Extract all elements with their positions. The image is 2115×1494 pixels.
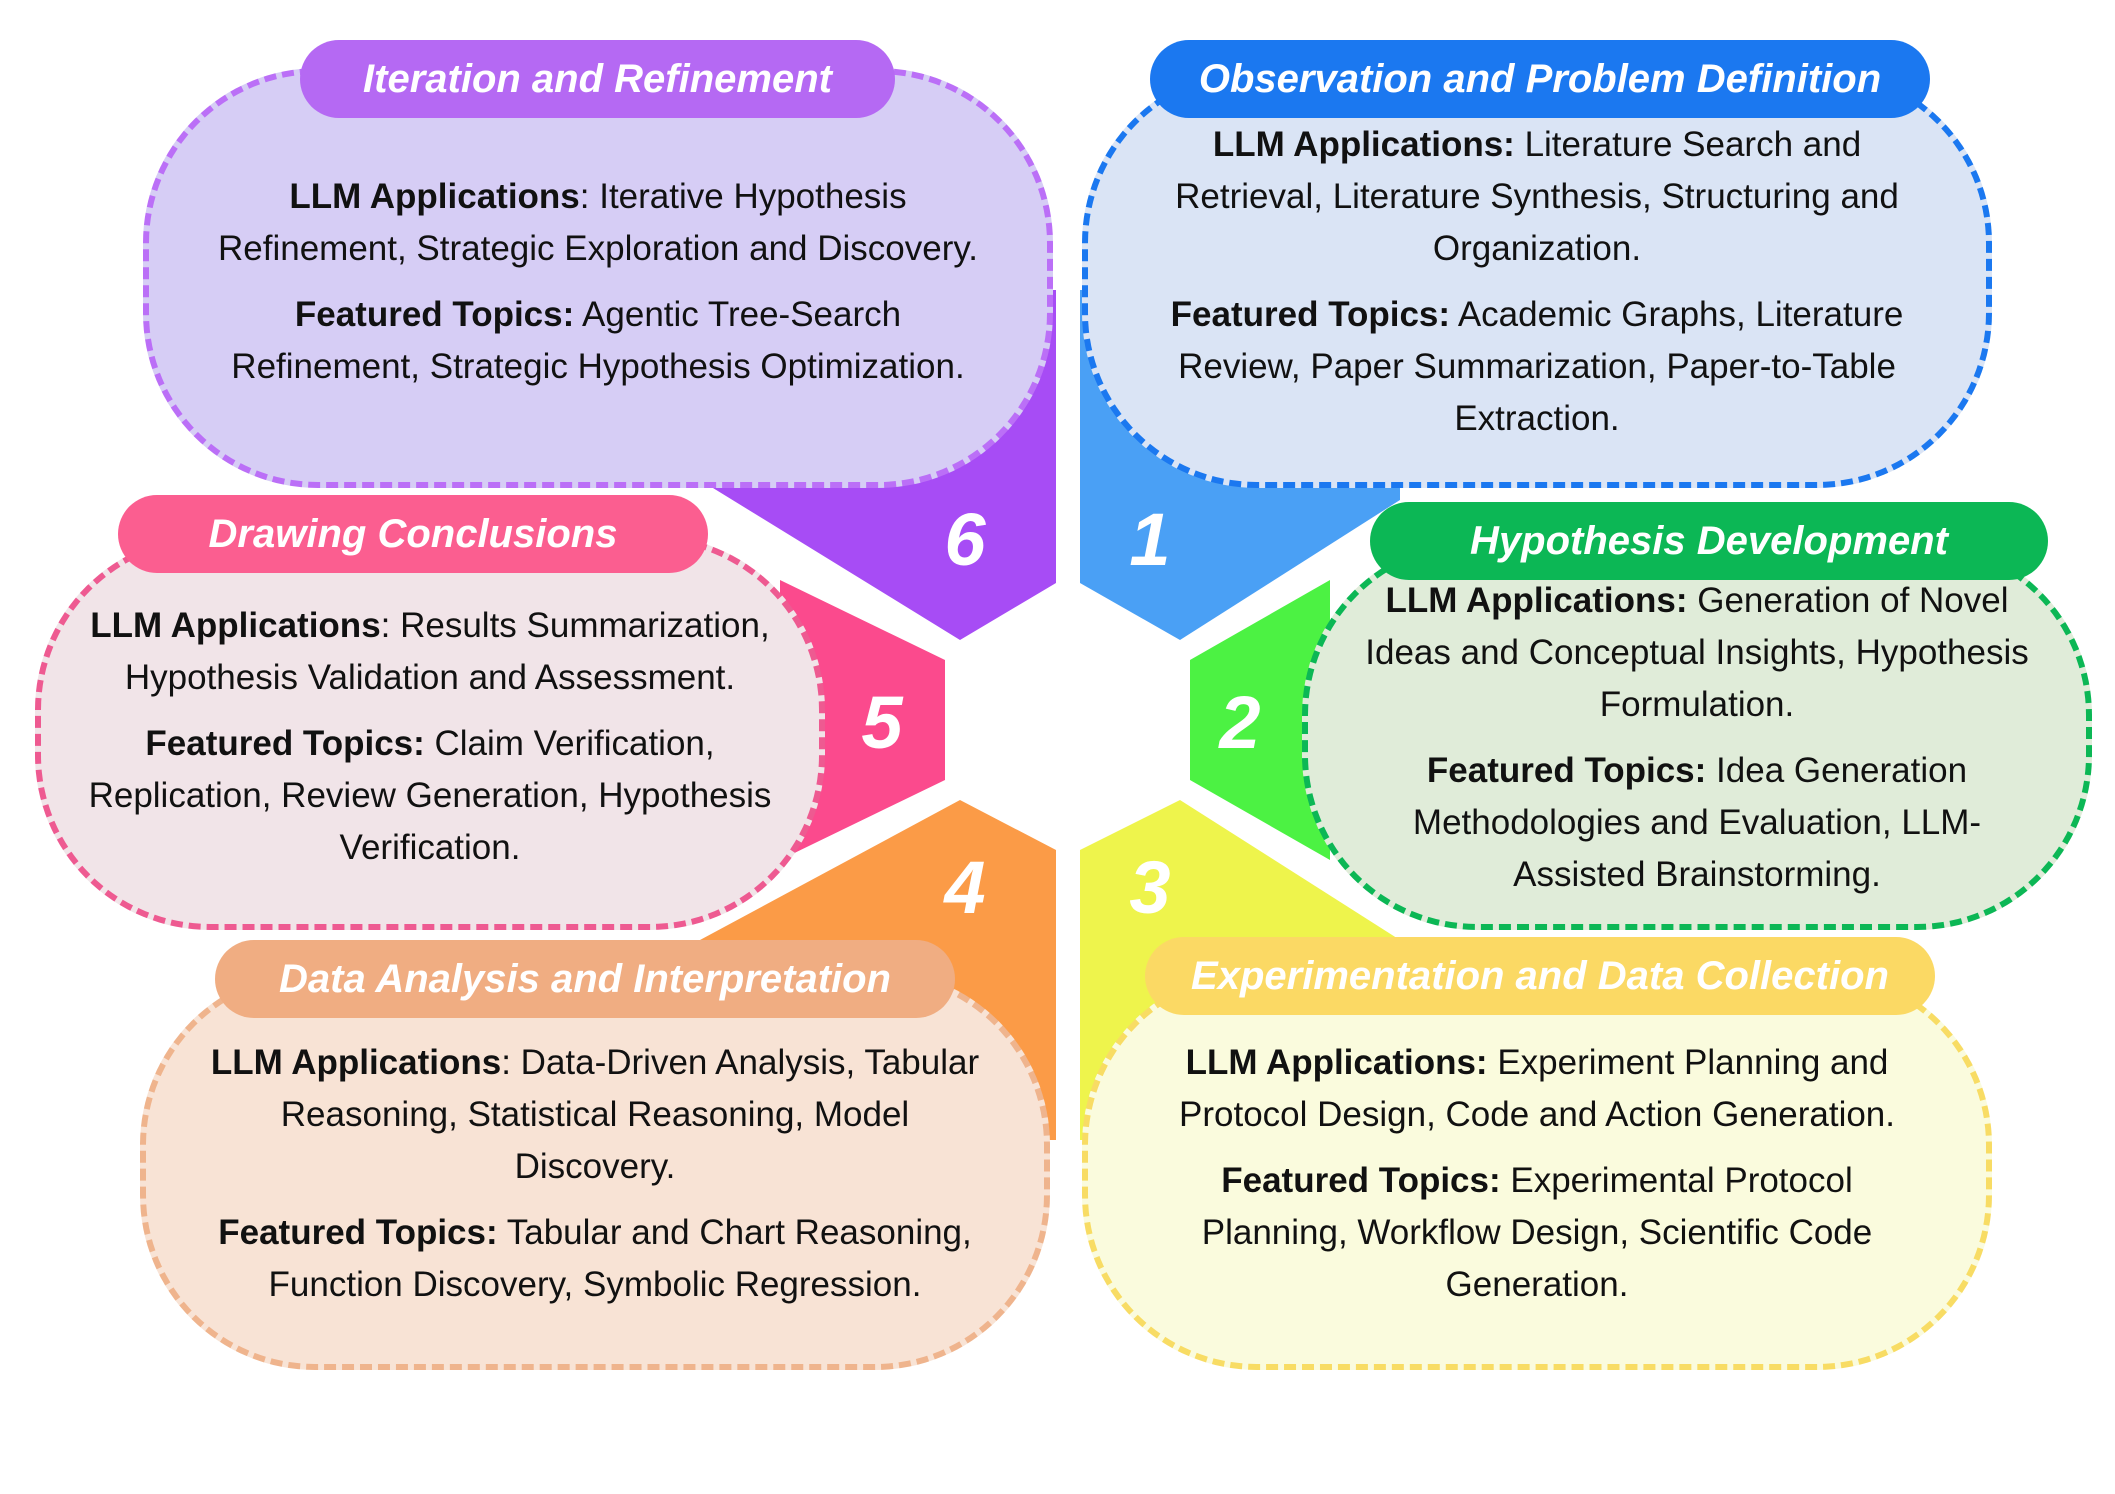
llm-applications-text: LLM Applications: Generation of Novel Id… — [1348, 575, 2046, 731]
featured-topics-label: Featured Topics: — [145, 723, 425, 763]
card-step-5: LLM Applications: Results Summarization,… — [35, 535, 825, 930]
title-step-2: Hypothesis Development — [1370, 502, 2048, 580]
llm-applications-content: Experiment Planning and Protocol Design,… — [1179, 1043, 1895, 1134]
llm-applications-content: Literature Search and Retrieval, Literat… — [1175, 125, 1899, 268]
featured-topics-content: Idea Generation Methodologies and Evalua… — [1412, 751, 1982, 894]
featured-topics-text: Featured Topics: Idea Generation Methodo… — [1348, 745, 2046, 901]
step-number-2: 2 — [1219, 681, 1261, 764]
featured-topics-content: Academic Graphs, Literature Review, Pape… — [1178, 295, 1904, 438]
llm-applications-label: LLM Applications — [210, 1043, 502, 1082]
llm-applications-text: LLM Applications: Results Summarization,… — [81, 600, 779, 704]
llm-applications-label: LLM Applications — [90, 605, 381, 645]
card-step-6: LLM Applications: Iterative Hypothesis R… — [143, 68, 1053, 488]
llm-applications-label: LLM Applications: — [1185, 1043, 1488, 1082]
llm-applications-content: : Results Summarization, Hypothesis Vali… — [124, 605, 770, 697]
featured-topics-content: Claim Verification, Replication, Review … — [88, 723, 772, 867]
card-step-3: LLM Applications: Experiment Planning an… — [1082, 970, 1992, 1370]
llm-applications-text: LLM Applications: Data-Driven Analysis, … — [202, 1037, 988, 1193]
title-step-5: Drawing Conclusions — [118, 495, 708, 573]
llm-applications-text: LLM Applications: Iterative Hypothesis R… — [205, 171, 991, 275]
llm-applications-text: LLM Applications: Literature Search and … — [1144, 119, 1930, 275]
featured-topics-text: Featured Topics: Tabular and Chart Reaso… — [202, 1207, 988, 1311]
card-step-4: LLM Applications: Data-Driven Analysis, … — [140, 970, 1050, 1370]
llm-applications-label: LLM Applications: — [1385, 581, 1688, 620]
featured-topics-label: Featured Topics: — [1170, 295, 1451, 334]
featured-topics-label: Featured Topics: — [1426, 751, 1707, 790]
step-number-5: 5 — [861, 681, 903, 764]
title-step-3: Experimentation and Data Collection — [1145, 937, 1935, 1015]
petal-2 — [1190, 580, 1330, 860]
card-step-2: LLM Applications: Generation of Novel Id… — [1302, 540, 2092, 930]
featured-topics-content: Tabular and Chart Reasoning, Function Di… — [268, 1213, 972, 1304]
step-number-1: 1 — [1129, 498, 1171, 581]
llm-applications-label: LLM Applications — [289, 177, 580, 216]
title-step-6: Iteration and Refinement — [300, 40, 895, 118]
featured-topics-content: Experimental Protocol Planning, Workflow… — [1201, 1161, 1873, 1304]
featured-topics-content: Agentic Tree-Search Refinement, Strategi… — [231, 295, 965, 386]
step-number-4: 4 — [944, 846, 986, 929]
featured-topics-label: Featured Topics: — [218, 1213, 498, 1252]
featured-topics-text: Featured Topics: Experimental Protocol P… — [1144, 1155, 1930, 1311]
llm-applications-content: : Data-Driven Analysis, Tabular Reasonin… — [280, 1043, 980, 1186]
title-step-1: Observation and Problem Definition — [1150, 40, 1930, 118]
llm-applications-content: Generation of Novel Ideas and Conceptual… — [1365, 581, 2029, 724]
featured-topics-text: Featured Topics: Claim Verification, Rep… — [81, 718, 779, 874]
card-step-1: LLM Applications: Literature Search and … — [1082, 68, 1992, 488]
llm-applications-text: LLM Applications: Experiment Planning an… — [1144, 1037, 1930, 1141]
step-number-6: 6 — [944, 498, 986, 581]
title-step-4: Data Analysis and Interpretation — [215, 940, 955, 1018]
llm-applications-label: LLM Applications: — [1212, 125, 1515, 164]
step-number-3: 3 — [1129, 846, 1171, 929]
llm-applications-content: : Iterative Hypothesis Refinement, Strat… — [218, 177, 978, 268]
featured-topics-label: Featured Topics: — [1221, 1161, 1501, 1200]
featured-topics-label: Featured Topics: — [294, 295, 575, 334]
featured-topics-text: Featured Topics: Academic Graphs, Litera… — [1144, 289, 1930, 445]
featured-topics-text: Featured Topics: Agentic Tree-Search Ref… — [205, 289, 991, 393]
